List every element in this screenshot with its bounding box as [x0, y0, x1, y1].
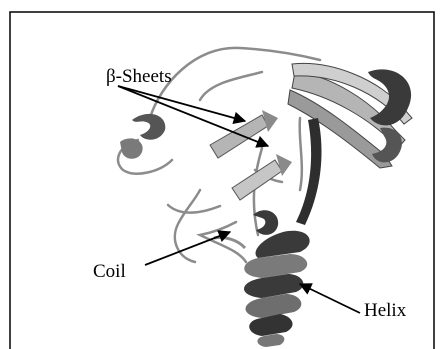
beta-sheet-1	[210, 110, 278, 158]
label-beta-sheets: β-Sheets	[106, 66, 172, 87]
arrow-helix	[300, 284, 360, 313]
beta-sheet-2	[232, 154, 292, 200]
figure-frame	[10, 12, 434, 349]
helix-left	[120, 114, 165, 159]
label-coil: Coil	[93, 261, 126, 282]
arrow-beta-sheets-1	[118, 86, 245, 121]
main-helix	[244, 231, 310, 347]
label-helix: Helix	[364, 300, 407, 321]
